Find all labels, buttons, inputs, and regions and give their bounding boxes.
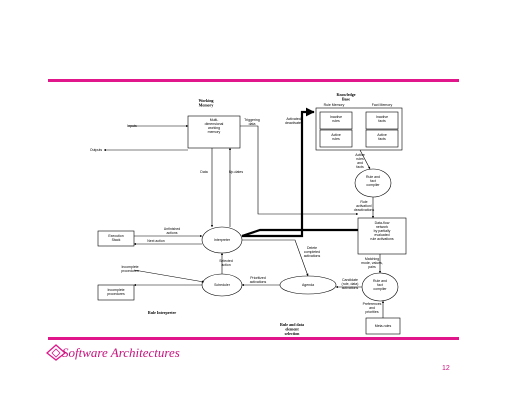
- footer-rule: [48, 337, 459, 340]
- activated-deactivated-path: [242, 107, 315, 238]
- rule-interpreter-title: Rule Interpreter: [148, 310, 176, 315]
- footer-title: Software Architectures: [62, 345, 180, 360]
- interpreter-text: Interpreter: [214, 238, 231, 242]
- next-action-label: Next action: [147, 239, 165, 243]
- triggering-data-arrow: [240, 125, 359, 216]
- execution-stack-box: [97, 230, 135, 247]
- rule-memory-label: Rule Memory: [324, 103, 345, 107]
- delete-completed-arrow: [242, 239, 309, 277]
- scheduler-text: Scheduler: [214, 283, 231, 287]
- inputs-label: Inputs: [127, 124, 137, 128]
- data-label: Data: [200, 170, 207, 174]
- activated-label: Activated/deactivated: [285, 117, 303, 125]
- software-architectures-logo: [45, 344, 67, 361]
- active-rules-facts-arrow: [359, 149, 371, 170]
- agenda-text: Agenda: [302, 283, 314, 287]
- network-to-interpreter-path: [241, 228, 358, 238]
- header-rule: [48, 79, 459, 82]
- network-box: [357, 217, 407, 255]
- active-rules-box: [319, 129, 353, 148]
- fact-memory-label: Fact Memory: [372, 103, 393, 107]
- active-facts-box: [365, 129, 399, 148]
- interpreter-stack-arrow: [133, 269, 205, 283]
- knowledge-base-frame: [315, 107, 403, 151]
- page-number: 12: [442, 365, 450, 372]
- working-memory-box: [187, 115, 241, 149]
- outputs-label: Outputs: [90, 148, 103, 152]
- incomplete-procedures-box: [97, 284, 135, 301]
- candidate-label: Candidate(rule, data)activations: [342, 278, 359, 290]
- inactive-rules-box: [319, 111, 353, 130]
- inactive-facts-box: [365, 111, 399, 130]
- updates-label: Up-dates: [229, 170, 243, 174]
- meta-rules-text: Meta-rules: [375, 324, 392, 328]
